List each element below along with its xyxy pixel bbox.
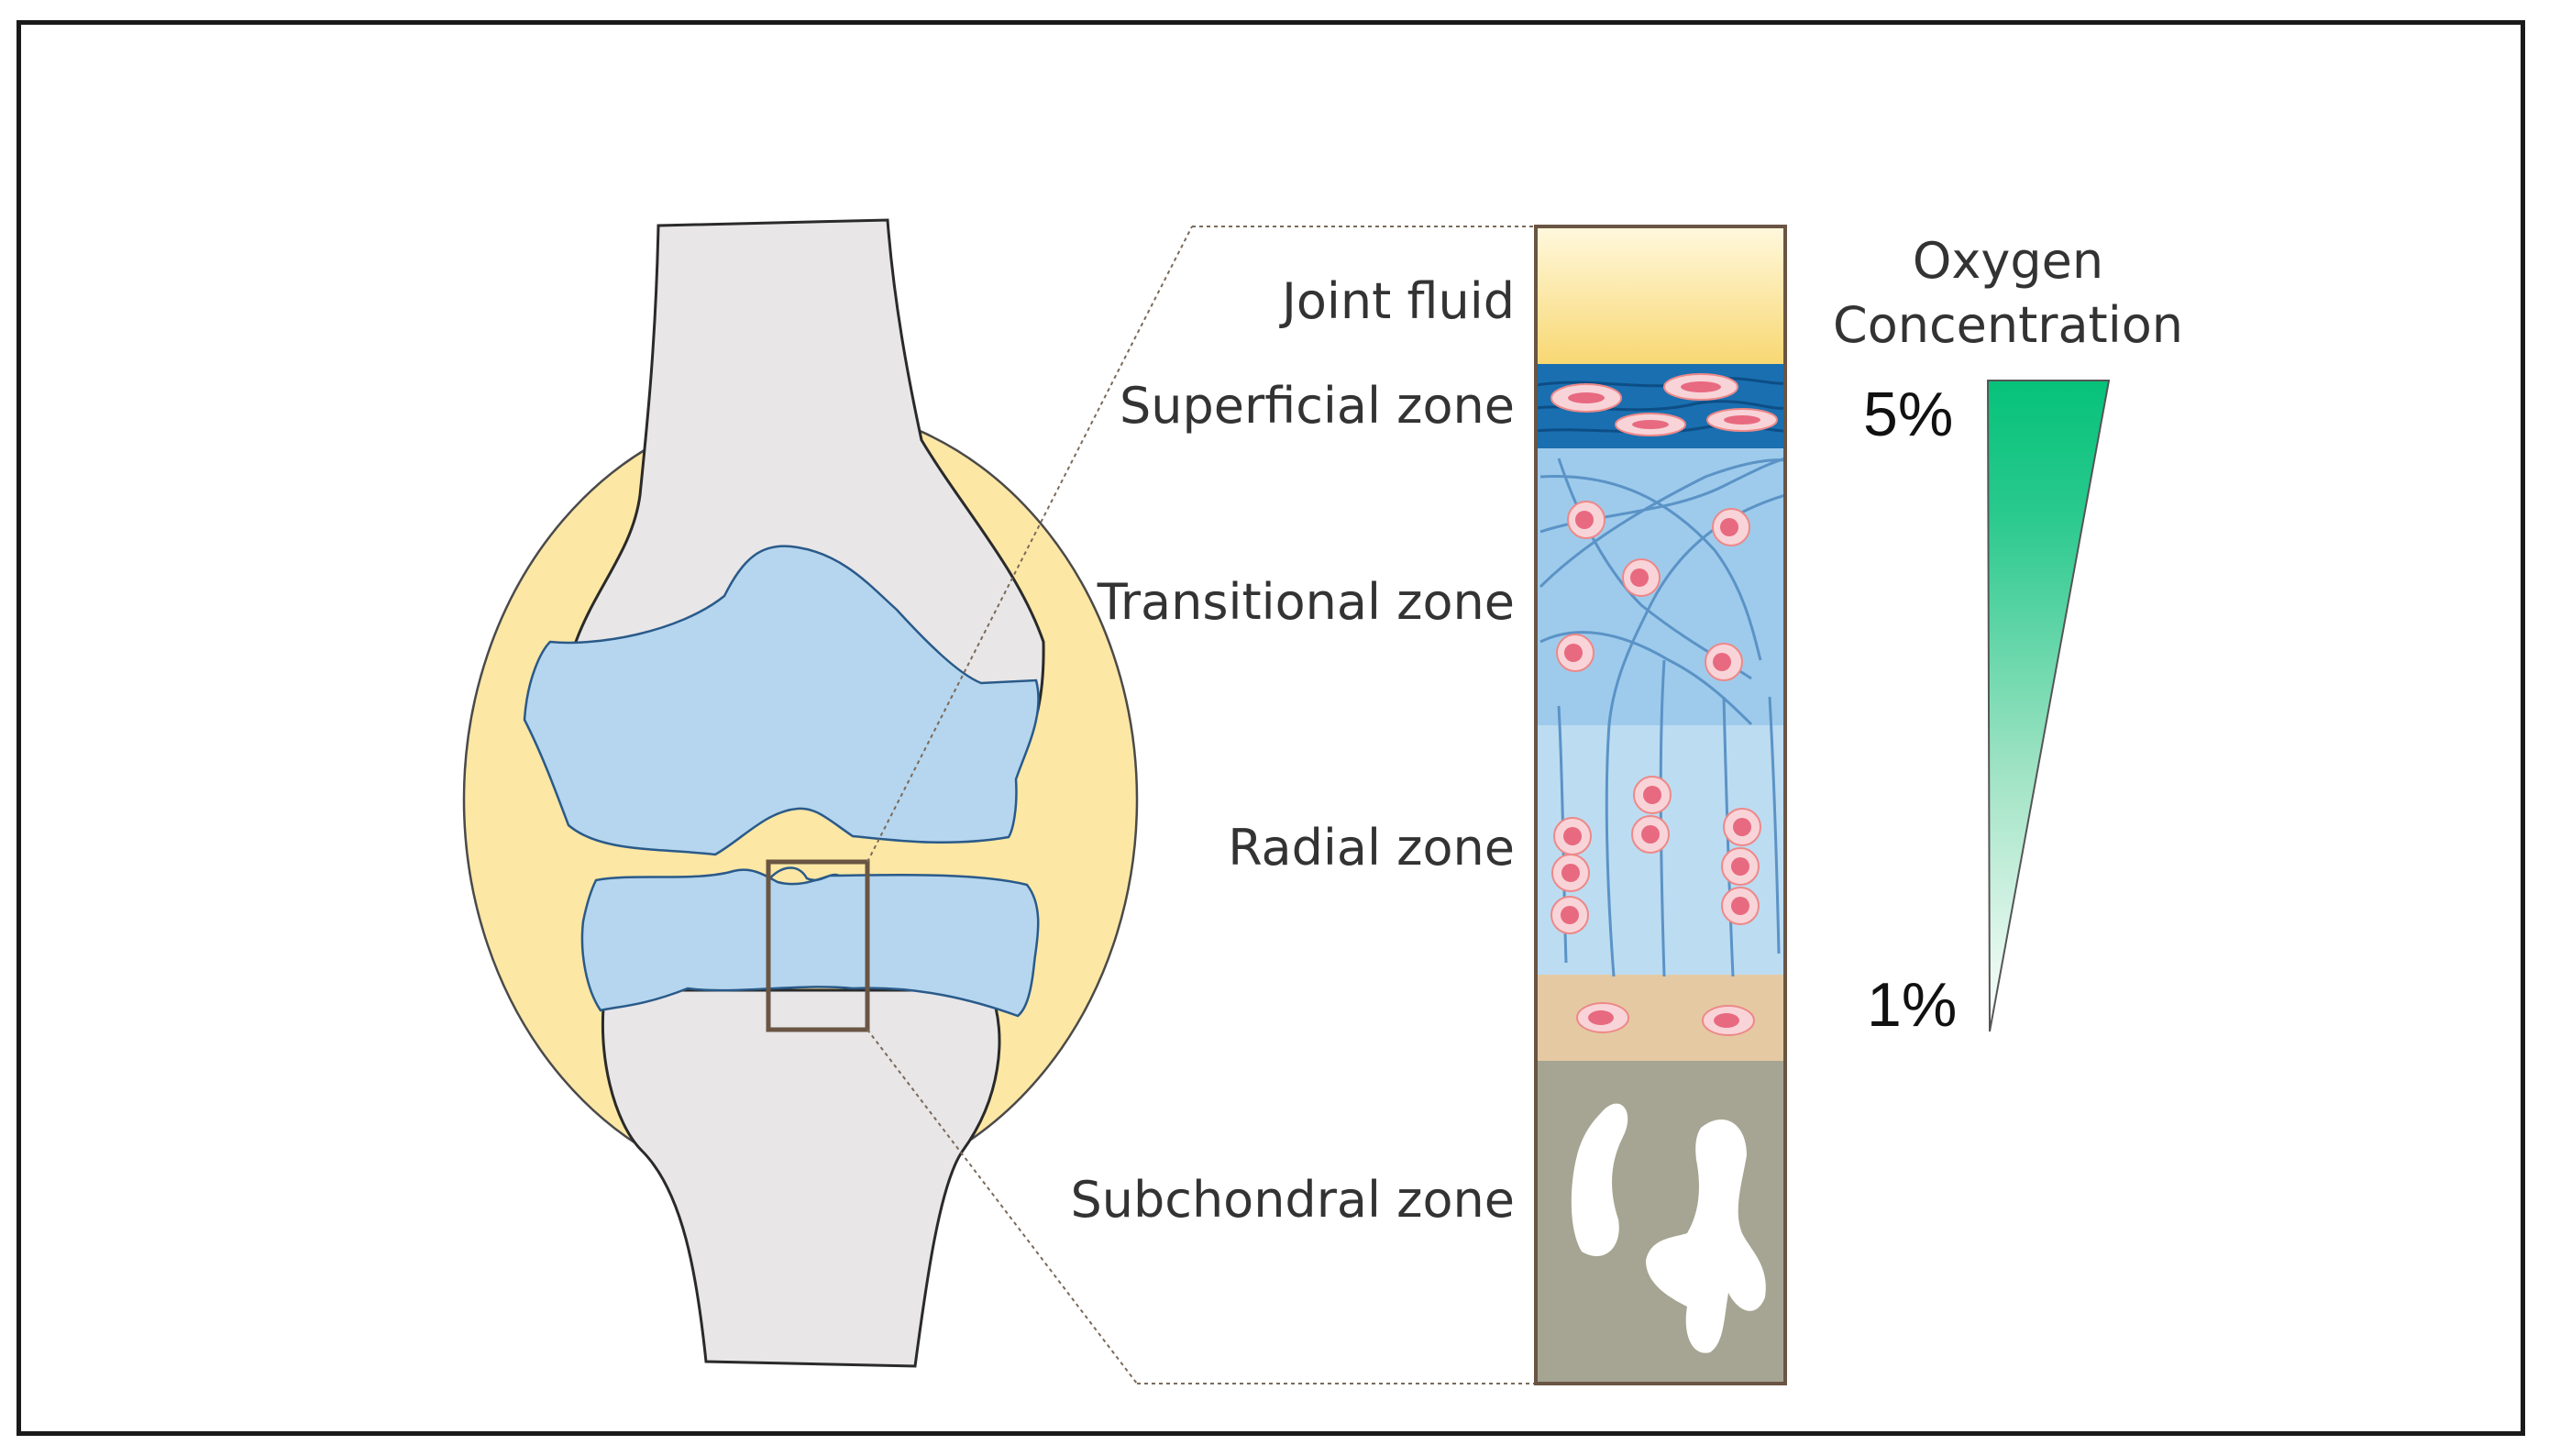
- zone-label-radial: Radial zone: [1228, 819, 1515, 877]
- zoom-line-top: [866, 226, 1193, 863]
- upper-cartilage: [523, 545, 1040, 856]
- oxygen-gradient-wedge: [1986, 380, 2111, 1032]
- tibia-bone: [601, 988, 1001, 1368]
- calcified-cells: [1576, 1002, 1755, 1036]
- magnify-box: [766, 859, 870, 1032]
- zoom-line-bottom: [866, 1029, 1138, 1384]
- layer-joint-fluid: [1536, 226, 1785, 364]
- marrow-cavity-left: [1571, 1103, 1628, 1257]
- zone-label-superficial: Superficial zone: [1120, 377, 1515, 435]
- marrow-cavity-right: [1646, 1120, 1766, 1353]
- zone-label-joint-fluid: Joint fluid: [1281, 272, 1515, 330]
- oxygen-bottom-value: 1%: [1867, 970, 1958, 1040]
- transitional-cells: [1556, 501, 1750, 681]
- zone-label-transitional: Transitional zone: [1097, 573, 1515, 631]
- radial-cells: [1550, 776, 1761, 934]
- superficial-cells: [1550, 373, 1778, 436]
- zone-label-subchondral: Subchondral zone: [1070, 1171, 1515, 1229]
- oxygen-title-line2: Concentration: [1832, 296, 2183, 354]
- figure-frame: [17, 20, 2525, 1436]
- lower-cartilage: [580, 868, 1040, 1018]
- oxygen-top-value: 5%: [1863, 380, 1954, 449]
- oxygen-title-line1: Oxygen: [1912, 232, 2104, 290]
- cartilage-column-border: [1534, 225, 1787, 1385]
- lower-cartilage-bumps: [767, 866, 840, 882]
